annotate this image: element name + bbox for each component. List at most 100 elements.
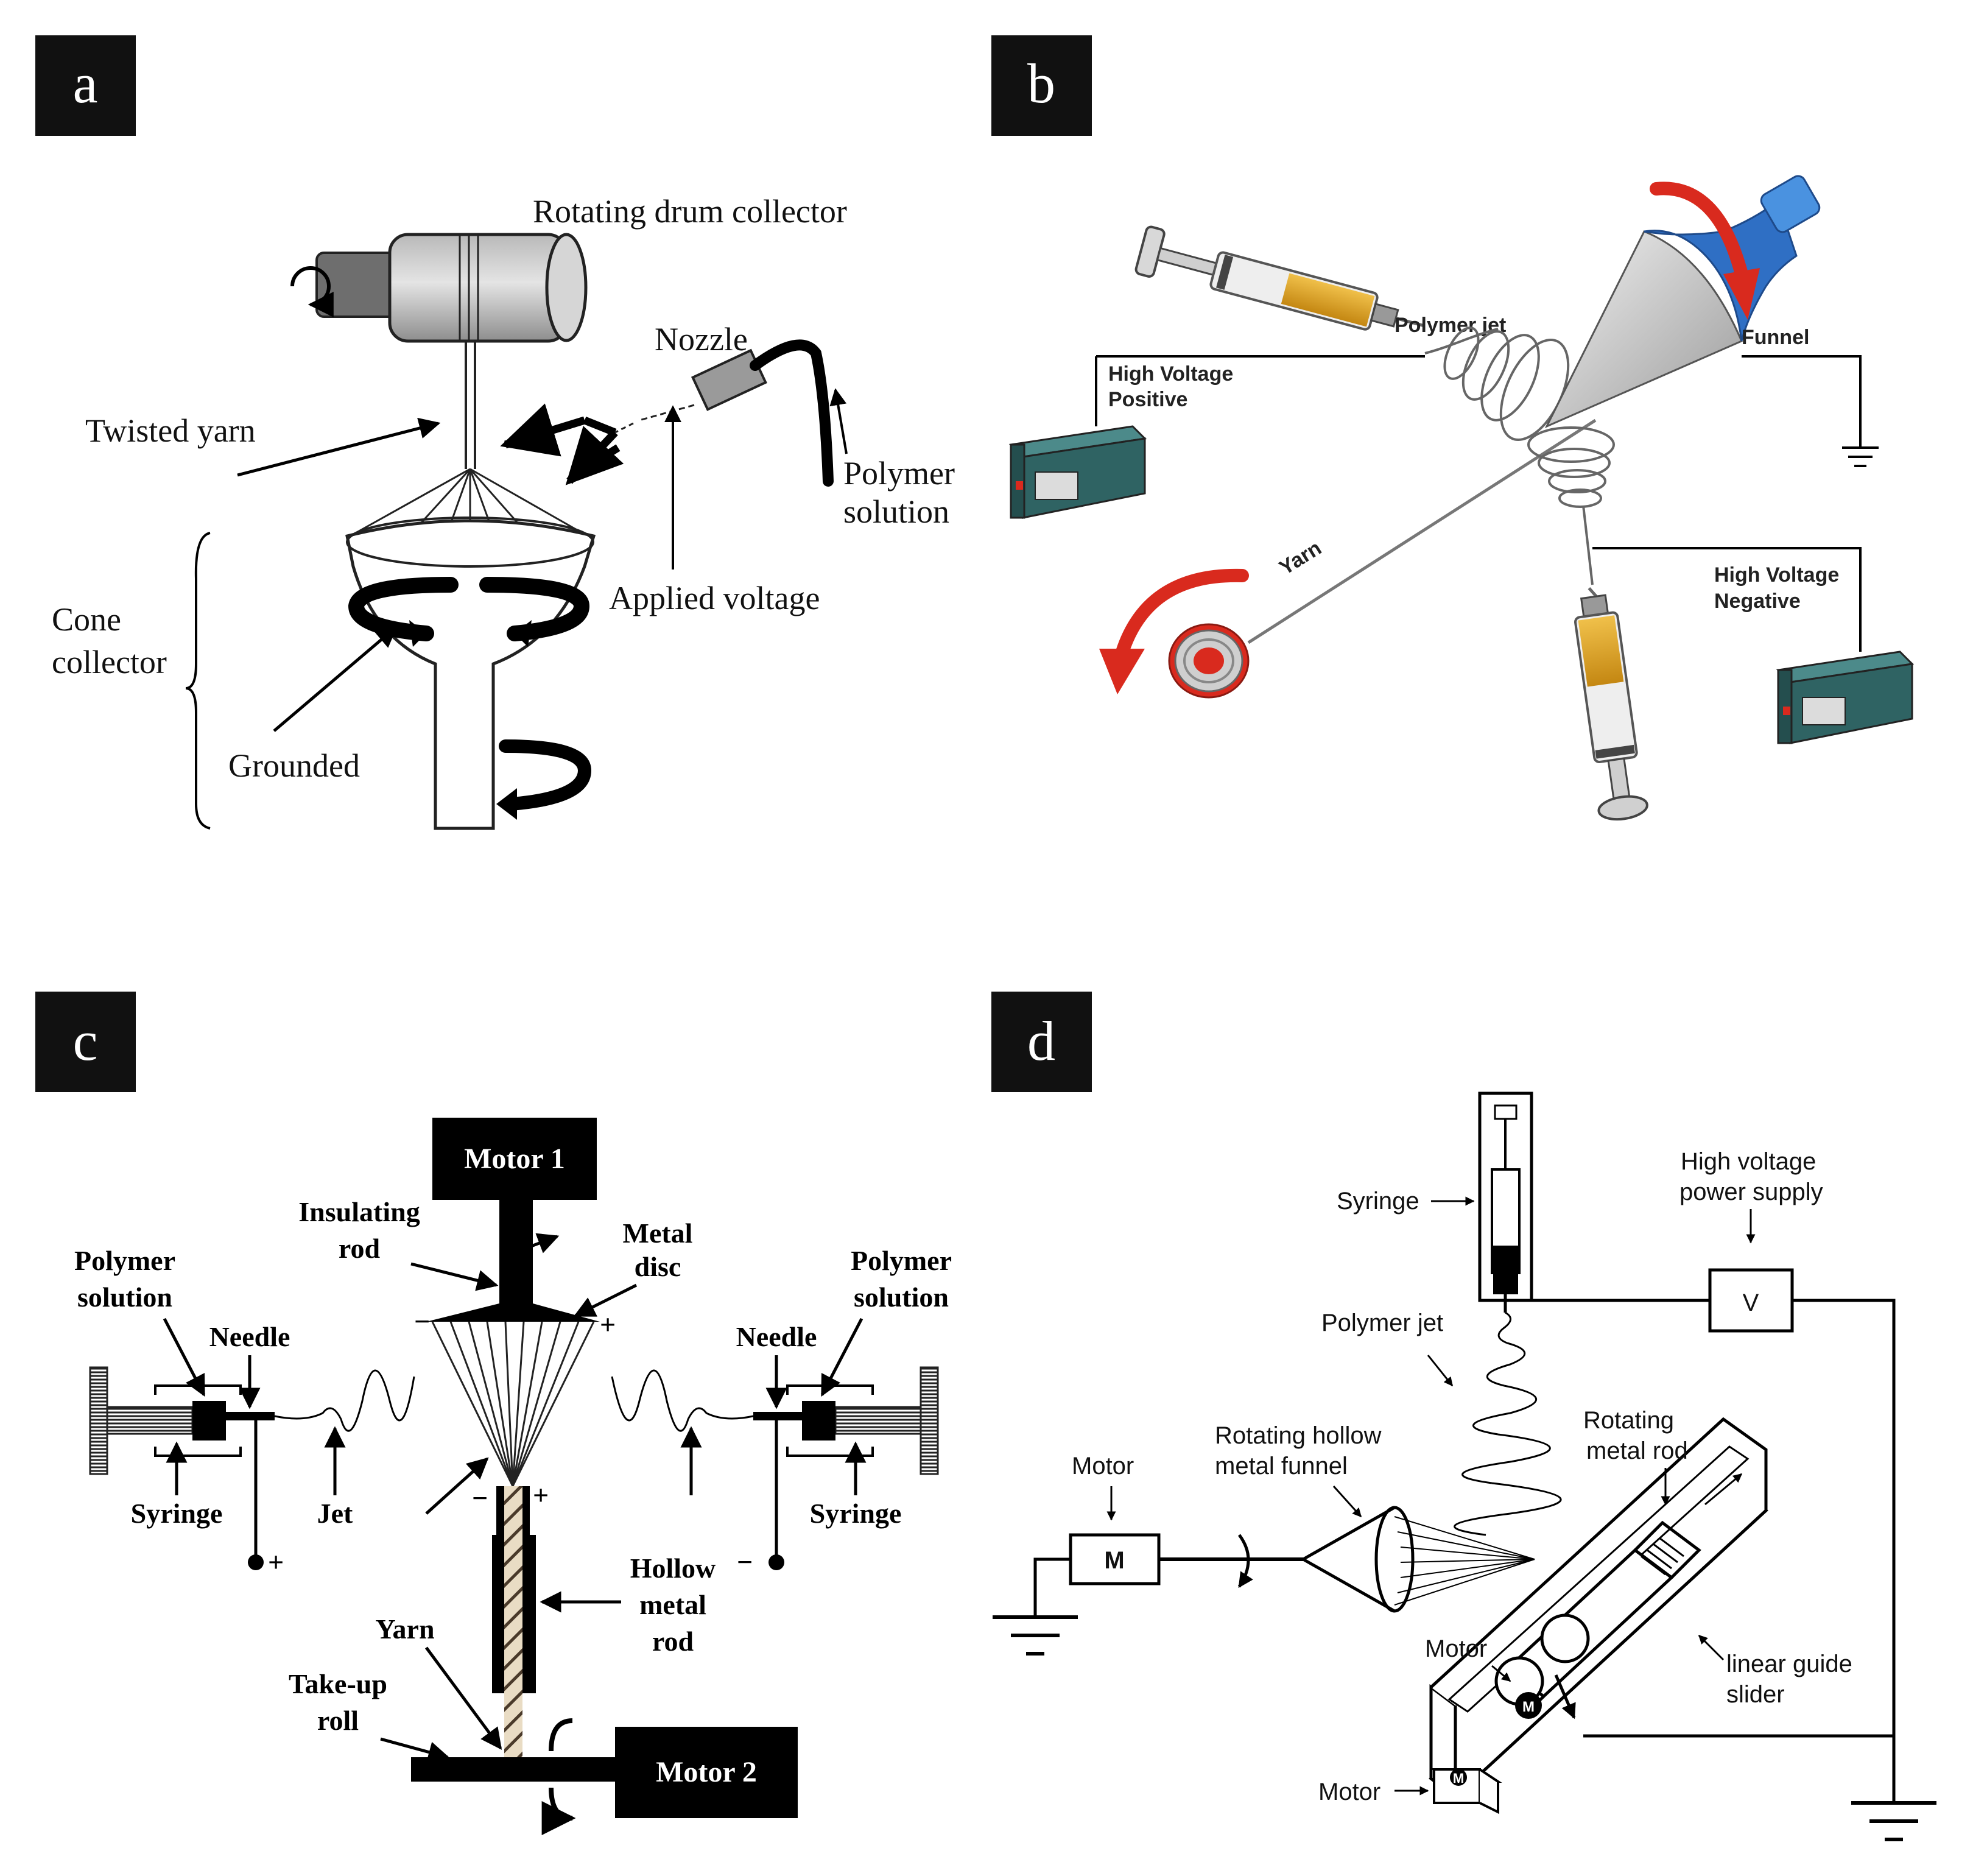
lower-syringe — [1574, 587, 1648, 821]
yarn-label: Yarn — [1275, 536, 1326, 579]
yarn-line — [1247, 418, 1597, 644]
left-jet — [274, 1369, 415, 1432]
motor-box-left-label: M — [1104, 1547, 1124, 1574]
cone-collector-label-1: Cone — [52, 601, 121, 638]
hollow-rod-label-2: metal — [639, 1589, 706, 1620]
motor-2-label: Motor 2 — [656, 1756, 757, 1788]
polymer-solution-right-label-1: Polymer — [851, 1245, 952, 1276]
cone-collector — [345, 517, 596, 830]
take-up-roll-label-2: roll — [317, 1705, 359, 1736]
hv-positive-supply — [1008, 425, 1147, 519]
hv-positive-label-2: Positive — [1108, 388, 1187, 411]
disc-plus-sign: + — [600, 1309, 616, 1340]
ground-symbol-d-left — [993, 1615, 1078, 1656]
jet-arrows — [500, 403, 695, 485]
voltmeter-label: V — [1743, 1289, 1759, 1316]
panel-d: d Syringe High voltage power supply V — [991, 992, 1936, 1841]
panel-b-badge — [991, 35, 1092, 136]
metal-disc-label-2: disc — [635, 1251, 681, 1282]
ground-symbol-b — [1842, 446, 1879, 467]
take-up-roll — [411, 1757, 618, 1782]
needle-right-label: Needle — [736, 1321, 817, 1352]
insulating-rod-label-2: rod — [339, 1233, 381, 1264]
polymer-solution-label-2: solution — [843, 493, 949, 530]
jet-label: Jet — [317, 1498, 353, 1529]
panel-c: c Motor 1 Insulating rod Metal disc − + … — [35, 992, 952, 1835]
panel-b-badge-label: b — [1027, 52, 1055, 115]
nozzle — [691, 339, 834, 487]
left-syringe — [89, 1366, 275, 1570]
applied-voltage-label: Applied voltage — [609, 580, 820, 616]
funnel-label: Funnel — [1742, 326, 1809, 349]
metal-disc — [426, 1303, 600, 1322]
lower-jet-coil — [1527, 426, 1615, 585]
motor-box-bottom-label: M — [1453, 1771, 1464, 1786]
right-electrode-minus: − — [737, 1546, 753, 1578]
insulating-rod-label-1: Insulating — [298, 1196, 420, 1227]
d-polymer-jet — [1454, 1311, 1562, 1536]
hollow-rod-label-3: rod — [652, 1626, 694, 1657]
syringe-right-label: Syringe — [810, 1498, 902, 1529]
polymer-jet-d-label: Polymer jet — [1321, 1310, 1443, 1336]
syringe-d-label: Syringe — [1337, 1188, 1419, 1215]
fiber-fan — [431, 1321, 595, 1487]
polymer-solution-label-1: Polymer — [843, 455, 955, 492]
yarn-label-c: Yarn — [375, 1613, 434, 1645]
right-syringe — [753, 1366, 939, 1570]
slider-label-2: slider — [1726, 1681, 1785, 1708]
left-electrode-plus: + — [268, 1546, 284, 1578]
panel-a: a Rotating drum collector Twisted yarn — [35, 35, 955, 830]
rod-minus-sign: − — [472, 1483, 488, 1514]
polymer-jet-coil — [1424, 326, 1570, 441]
funnel-d-label-1: Rotating hollow — [1215, 1422, 1382, 1449]
hv-negative-label-2: Negative — [1714, 590, 1801, 613]
insulating-rod — [499, 1200, 533, 1310]
grounded-label: Grounded — [228, 747, 360, 784]
rod-d-label-1: Rotating — [1583, 1407, 1674, 1434]
panel-b: b Polymer jet Funnel — [991, 35, 1915, 821]
yarn-spool — [1168, 623, 1250, 699]
polymer-solution-left-label-1: Polymer — [74, 1245, 175, 1276]
panel-c-badge — [35, 992, 136, 1092]
hv-supply-label-2: power supply — [1679, 1179, 1823, 1205]
hv-positive-label-1: High Voltage — [1108, 362, 1233, 386]
rod-d-label-2: metal rod — [1586, 1437, 1688, 1464]
hv-supply-label-1: High voltage — [1681, 1148, 1816, 1175]
polymer-solution-right-label-2: solution — [854, 1282, 949, 1313]
cone-brace — [185, 532, 211, 830]
cone-collector-label-2: collector — [52, 644, 167, 680]
funnel — [1544, 175, 1821, 429]
funnel-d-label-2: metal funnel — [1215, 1453, 1348, 1479]
d-rotating-rod: M — [1494, 1473, 1743, 1719]
panel-a-badge — [35, 35, 136, 136]
motor-2 — [615, 1727, 798, 1818]
syringe-left-label: Syringe — [131, 1498, 223, 1529]
rod-plus-sign: + — [533, 1479, 549, 1511]
motor-box-bottom: M — [1430, 1768, 1502, 1814]
rotating-drum-label: Rotating drum collector — [533, 193, 847, 230]
hollow-rod-label-1: Hollow — [630, 1553, 716, 1584]
needle-left-label: Needle — [209, 1321, 290, 1352]
rotating-drum — [290, 233, 588, 343]
right-jet — [611, 1369, 754, 1432]
ground-symbol-d — [1851, 1801, 1936, 1841]
motor-bottom-label: Motor — [1318, 1779, 1380, 1805]
hv-negative-label-1: High Voltage — [1714, 563, 1839, 587]
drum-rotation-arrow — [290, 266, 334, 317]
nozzle-label: Nozzle — [655, 321, 748, 358]
yarn-segment — [504, 1693, 522, 1760]
slider-label-1: linear guide — [1726, 1651, 1852, 1677]
d-funnel — [1302, 1506, 1535, 1613]
hv-negative-supply — [1776, 651, 1915, 744]
funnel-rotation-arrow — [1650, 182, 1748, 281]
motor-on-slider-label: M — [1522, 1699, 1535, 1715]
upper-syringe — [1134, 225, 1424, 331]
d-syringe — [1478, 1091, 1533, 1313]
metal-disc-label-1: Metal — [623, 1218, 693, 1249]
twisted-yarn-label: Twisted yarn — [85, 412, 256, 449]
motor-top-label: Motor — [1072, 1453, 1134, 1479]
take-up-roll-label-1: Take-up — [289, 1668, 387, 1699]
panel-d-badge-label: d — [1027, 1010, 1055, 1072]
motor-1-label: Motor 1 — [464, 1143, 565, 1175]
